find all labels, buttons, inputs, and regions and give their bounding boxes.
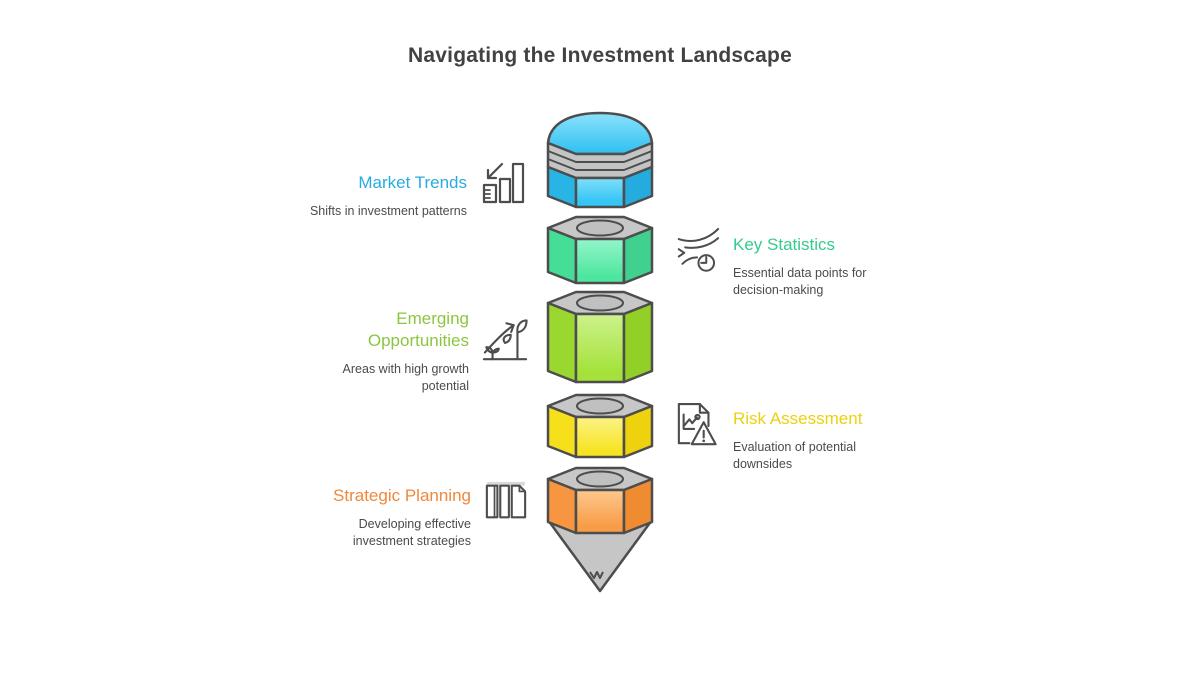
item-description: Essential data points for decision-makin… [733, 266, 867, 297]
item-description: Developing effective investment strategi… [352, 517, 471, 548]
pencil-segment-eraser [546, 111, 654, 209]
item-title: Market Trends [358, 173, 467, 192]
books-icon [485, 481, 527, 519]
pencil-svg [546, 111, 654, 593]
item-title: Risk Assessment [733, 409, 863, 428]
pencil-segment-emerging-opportunities [546, 290, 654, 384]
wind-clock-icon [677, 227, 720, 272]
item-title: Strategic Planning [333, 486, 471, 505]
item-title: Key Statistics [733, 235, 836, 254]
item-market-trends: Market Trends Shifts in investment patte… [277, 156, 528, 220]
page-title: Navigating the Investment Landscape [408, 44, 792, 67]
growth-plant-icon [482, 319, 528, 361]
document-warning-icon [677, 403, 717, 446]
pencil-segment-strategic-planning [546, 466, 654, 593]
item-description: Evaluation of potential downsides [733, 440, 857, 471]
item-emerging-opportunities: Emerging Opportunities Areas with high g… [299, 308, 528, 395]
item-description: Areas with high growth potential [342, 362, 469, 393]
bar-chart-arrow-icon [482, 162, 525, 204]
item-strategic-planning: Strategic Planning Developing effective … [296, 479, 528, 550]
pencil-graphic [540, 103, 660, 598]
item-description: Shifts in investment patterns [309, 204, 467, 218]
pencil-segment-key-statistics [546, 215, 654, 285]
item-key-statistics: Key Statistics Essential data points for… [676, 224, 893, 299]
item-risk-assessment: Risk Assessment Evaluation of potential … [676, 401, 893, 473]
item-title: Emerging Opportunities [367, 309, 469, 350]
pencil-segment-risk-assessment [546, 393, 654, 459]
